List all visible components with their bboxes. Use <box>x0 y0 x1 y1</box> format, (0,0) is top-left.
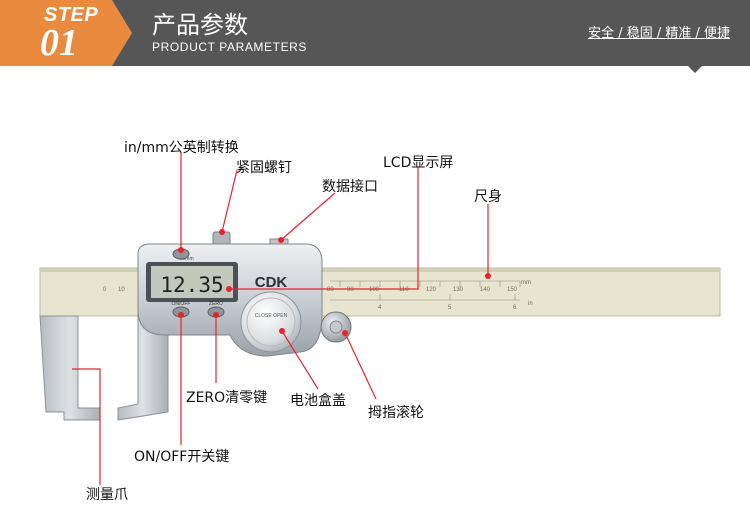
callout-beam: 尺身 <box>474 189 502 205</box>
tick-label: 6 <box>513 305 517 311</box>
tick-label: 110 <box>399 287 409 293</box>
beam-edge <box>40 268 720 272</box>
tick-label: 150 <box>507 287 518 293</box>
mm-unit-label: mm <box>521 280 531 286</box>
battery-cover-text: CLOSE OPEN <box>255 313 288 319</box>
page-title: 产品参数 <box>152 11 248 39</box>
battery-cover[interactable] <box>240 291 302 353</box>
step-word: STEP <box>44 4 99 26</box>
callout-jaw: 测量爪 <box>86 487 128 503</box>
callout-battery-cover: 电池盒盖 <box>290 393 346 409</box>
lcd-screen <box>151 266 233 298</box>
page-subtitle: PRODUCT PARAMETERS <box>152 40 308 54</box>
tick-label: 0 <box>103 287 107 293</box>
thumb-roller-hub <box>329 320 343 334</box>
step-tab-shape <box>0 0 132 66</box>
header-notch <box>688 66 702 73</box>
callout-lcd: LCD显示屏 <box>383 155 454 171</box>
beam-ticks <box>330 280 521 301</box>
tick-label: 80 <box>327 287 334 293</box>
leader-dots <box>178 229 491 336</box>
callout-zero-key: ZERO清零键 <box>186 390 268 406</box>
zero-label: ZERO <box>209 301 223 307</box>
tick-label: 90 <box>347 287 354 293</box>
battery-cover-rim <box>246 297 296 347</box>
onoff-label: ON/OFF <box>172 301 191 307</box>
leader-battery <box>281 330 319 390</box>
step-tab <box>0 0 132 66</box>
in-unit-label: in <box>528 301 533 307</box>
callout-lock-screw: 紧固螺钉 <box>236 160 292 176</box>
callout-data-port: 数据接口 <box>322 179 378 195</box>
tick-label: 140 <box>480 287 491 293</box>
callout-thumb-roller: 拇指滚轮 <box>368 405 424 421</box>
leader-lines <box>72 152 489 485</box>
brand-logo: CDK <box>255 274 288 291</box>
leader-roller <box>344 332 377 400</box>
fixed-jaw <box>39 315 101 421</box>
tick-label: 100 <box>369 287 380 293</box>
header-bar: STEP 01 产品参数 PRODUCT PARAMETERS 安全 / 稳固 … <box>0 0 750 66</box>
leader-jaw <box>72 368 101 485</box>
leader-lcd <box>229 167 419 290</box>
leader-data-port <box>280 192 336 241</box>
callout-unit-switch: in/mm公英制转换 <box>124 140 239 156</box>
tick-label: 10 <box>118 287 125 293</box>
lcd-value: 12.35 <box>160 273 223 297</box>
tick-label: 130 <box>453 287 464 293</box>
tick-label: 4 <box>378 305 382 311</box>
tick-label: 5 <box>448 305 452 311</box>
leader-lock-screw <box>221 169 238 233</box>
step-number: 01 <box>40 22 78 64</box>
tick-label: 120 <box>426 287 437 293</box>
callout-onoff-key: ON/OFF开关键 <box>134 449 230 465</box>
lcd-unit-label: in/mm <box>180 256 194 262</box>
slogan: 安全 / 稳固 / 精准 / 便捷 <box>588 26 730 41</box>
